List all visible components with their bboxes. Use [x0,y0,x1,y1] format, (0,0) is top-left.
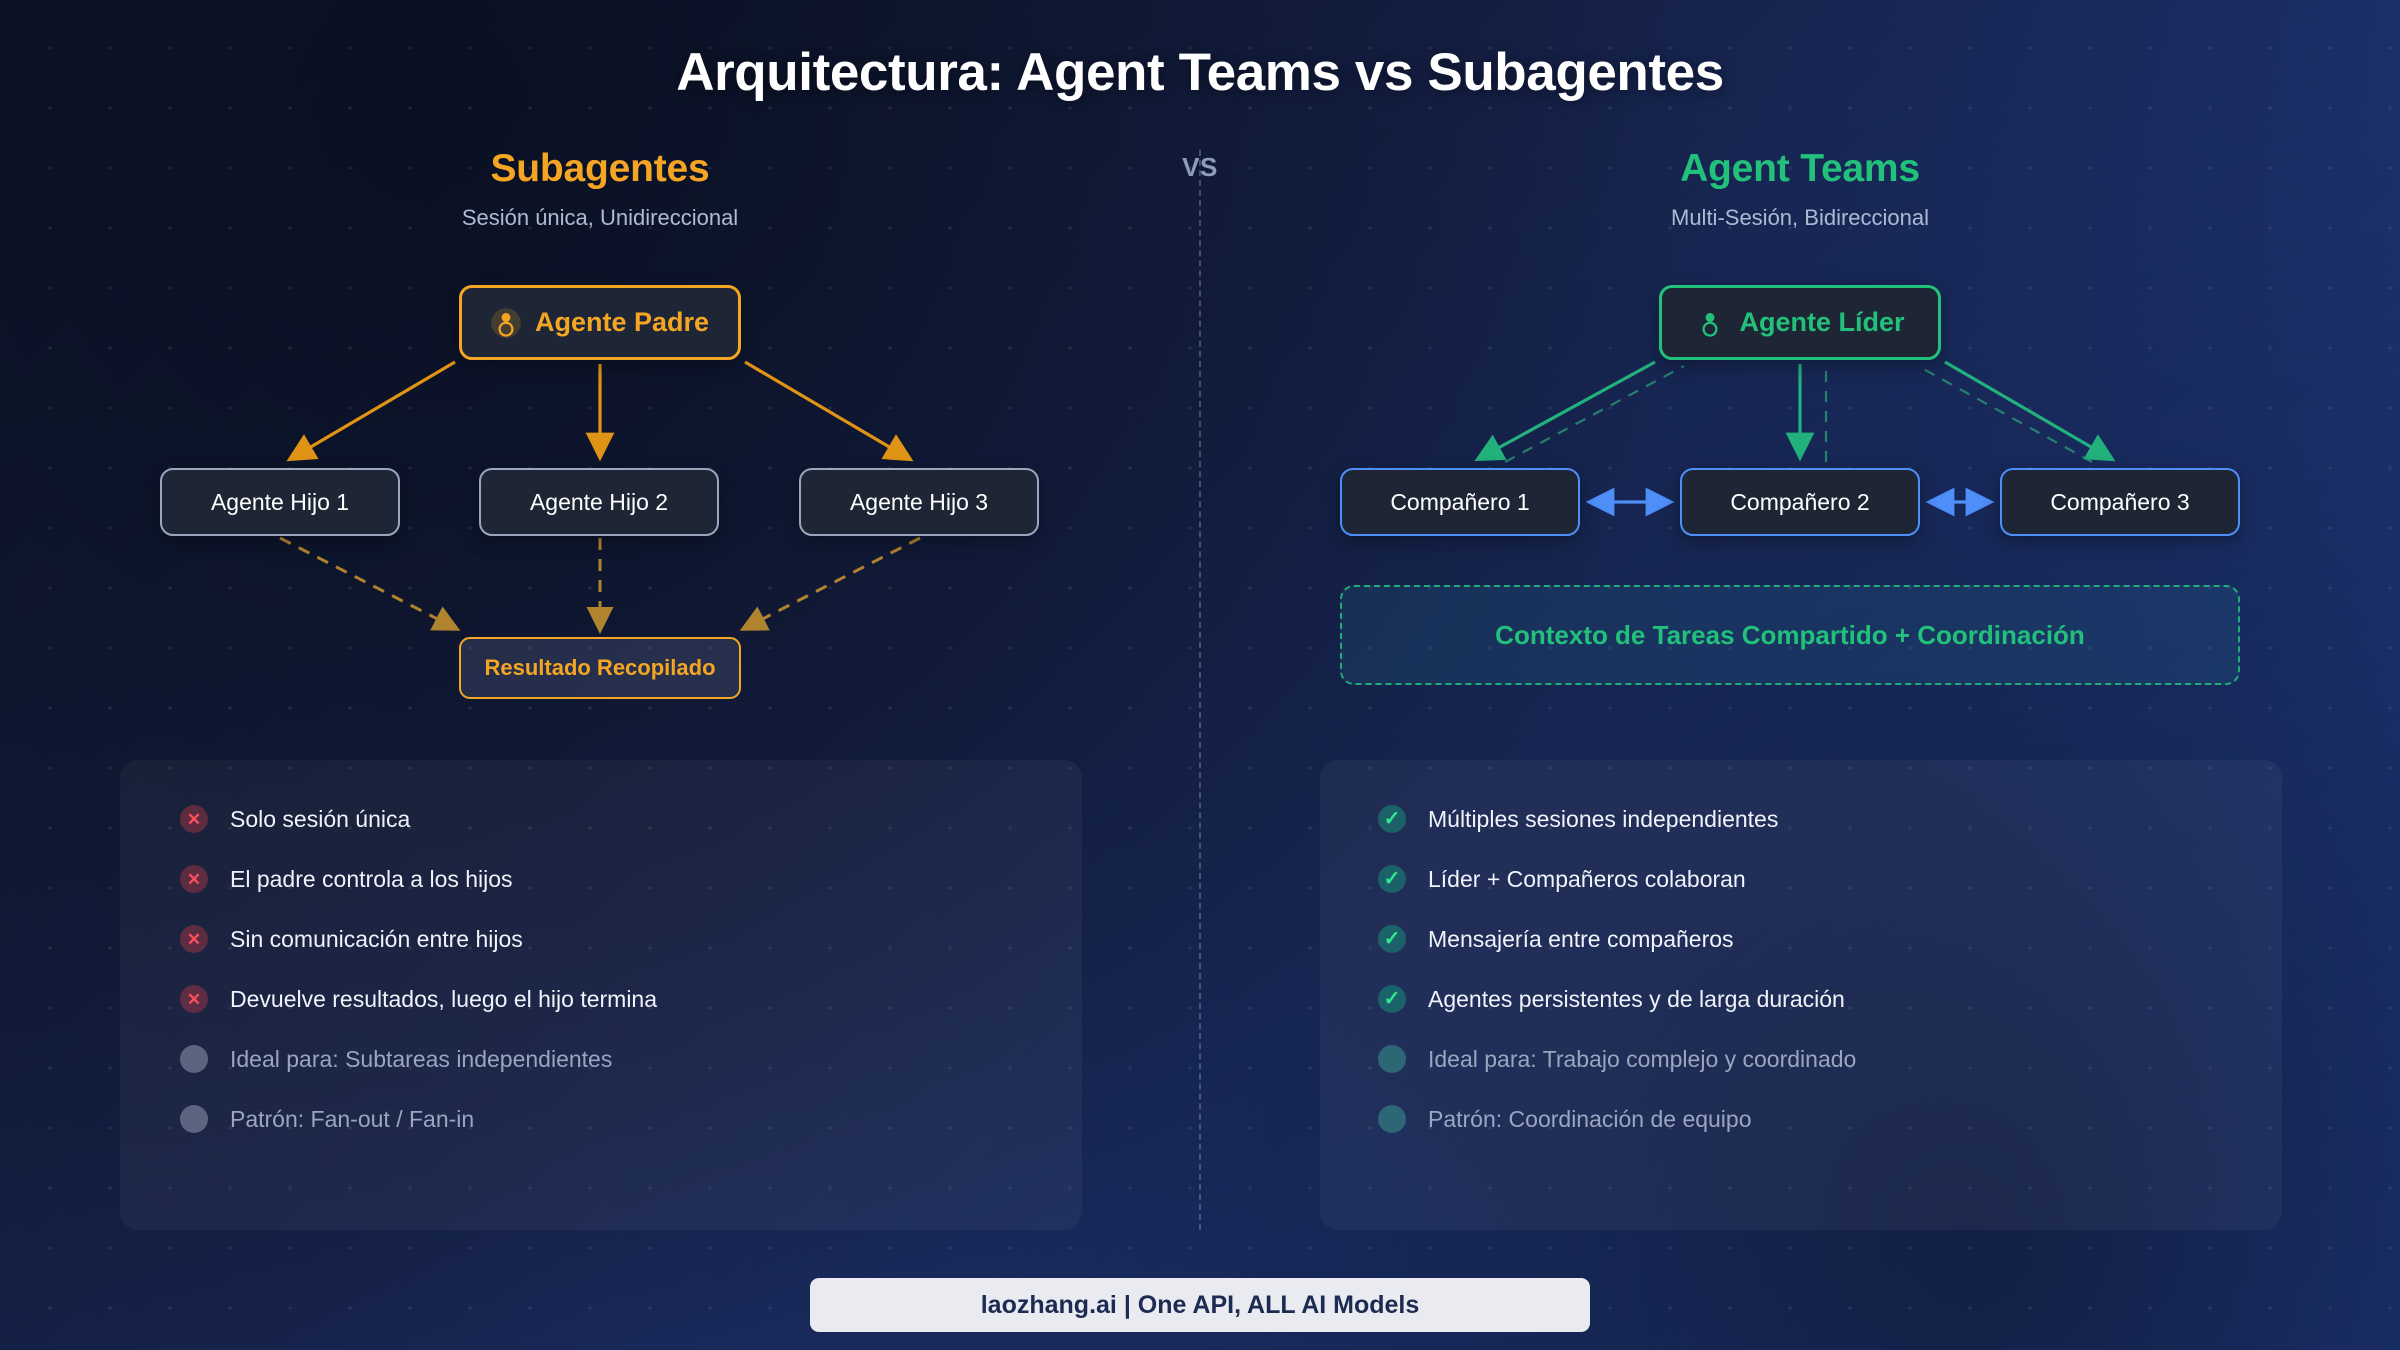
cross-icon: ✕ [180,925,208,953]
check-icon: ✓ [1378,805,1406,833]
bullet-dot-icon [1378,1045,1406,1073]
feature-item: ✕ Sin comunicación entre hijos [180,925,523,953]
node-label: Agente Hijo 3 [849,488,989,515]
node-agente-lider[interactable]: Agente Líder [1659,285,1941,360]
node-companero-2[interactable]: Compañero 2 [1680,468,1920,536]
teams-column-header: Agent Teams Multi-Sesión, Bidireccional [1450,147,2150,231]
node-agente-hijo-2[interactable]: Agente Hijo 2 [479,468,719,536]
node-label: Compañero 1 [1390,488,1530,515]
feature-label: Múltiples sesiones independientes [1428,805,1779,832]
node-label: Resultado Recopilado [484,655,716,680]
feature-item: ✓ Mensajería entre compañeros [1378,925,1734,953]
node-label: Agente Padre [534,307,710,337]
teams-heading: Agent Teams [1680,147,1920,190]
subagents-feature-panel [120,760,1082,1230]
feature-item: ✕ Solo sesión única [180,805,410,833]
bullet-dot-icon [180,1105,208,1133]
feature-item: ✕ El padre controla a los hijos [180,865,513,893]
feature-label: El padre controla a los hijos [230,865,513,892]
person-icon [1702,312,1718,337]
feature-label: Patrón: Fan-out / Fan-in [230,1105,475,1132]
teams-feature-panel [1320,760,2282,1230]
feature-item: Patrón: Fan-out / Fan-in [180,1105,474,1133]
column-divider [1199,150,1201,1230]
node-label: Agente Líder [1739,307,1905,337]
footer-branding-badge[interactable]: laozhang.ai | One API, ALL AI Models [810,1278,1590,1332]
node-resultado-recopilado[interactable]: Resultado Recopilado [459,637,741,699]
node-agente-hijo-1[interactable]: Agente Hijo 1 [160,468,400,536]
subagents-subheading: Sesión única, Unidireccional [461,205,739,230]
node-contexto-compartido[interactable]: Contexto de Tareas Compartido + Coordina… [1340,585,2240,685]
cross-icon: ✕ [180,865,208,893]
feature-item: Ideal para: Subtareas independientes [180,1045,612,1073]
feature-item: Ideal para: Trabajo complejo y coordinad… [1378,1045,1856,1073]
feature-label: Ideal para: Subtareas independientes [230,1045,613,1072]
feature-item: ✓ Líder + Compañeros colaboran [1378,865,1746,893]
teams-subheading: Multi-Sesión, Bidireccional [1671,205,1929,230]
check-icon: ✓ [1378,925,1406,953]
feature-item: ✕ Devuelve resultados, luego el hijo term… [180,985,657,1013]
cross-icon: ✕ [180,805,208,833]
feature-label: Mensajería entre compañeros [1428,925,1734,952]
page-title: Arquitectura: Agent Teams vs Subagentes [676,43,1724,102]
check-icon: ✓ [1378,985,1406,1013]
node-agente-hijo-3[interactable]: Agente Hijo 3 [799,468,1039,536]
subagents-heading: Subagentes [490,147,710,190]
subagents-column-header: Subagentes Sesión única, Unidireccional [250,147,950,231]
node-label: Compañero 2 [1730,488,1870,515]
vs-label: VS [1182,152,1218,182]
cross-icon: ✕ [180,985,208,1013]
bullet-dot-icon [180,1045,208,1073]
feature-label: Devuelve resultados, luego el hijo termi… [230,985,658,1012]
feature-label: Patrón: Coordinación de equipo [1428,1105,1752,1132]
feature-label: Sin comunicación entre hijos [230,925,523,952]
check-icon: ✓ [1378,865,1406,893]
node-companero-1[interactable]: Compañero 1 [1340,468,1580,536]
feature-label: Agentes persistentes y de larga duración [1428,985,1845,1012]
person-icon [491,307,521,338]
node-label: Contexto de Tareas Compartido + Coordina… [1495,619,2085,650]
node-label: Compañero 3 [2050,488,2190,515]
feature-label: Ideal para: Trabajo complejo y coordinad… [1428,1045,1857,1072]
feature-label: Líder + Compañeros colaboran [1428,865,1746,892]
node-companero-3[interactable]: Compañero 3 [2000,468,2240,536]
feature-item: ✓ Agentes persistentes y de larga duració… [1378,985,1845,1013]
node-label: Agente Hijo 1 [210,488,350,515]
node-label: Agente Hijo 2 [529,488,669,515]
feature-item: Patrón: Coordinación de equipo [1378,1105,1752,1133]
node-agente-padre[interactable]: Agente Padre [459,285,741,360]
feature-item: ✓ Múltiples sesiones independientes [1378,805,1778,833]
bullet-dot-icon [1378,1105,1406,1133]
footer-label: laozhang.ai | One API, ALL AI Models [980,1290,1420,1319]
feature-label: Solo sesión única [230,805,411,832]
